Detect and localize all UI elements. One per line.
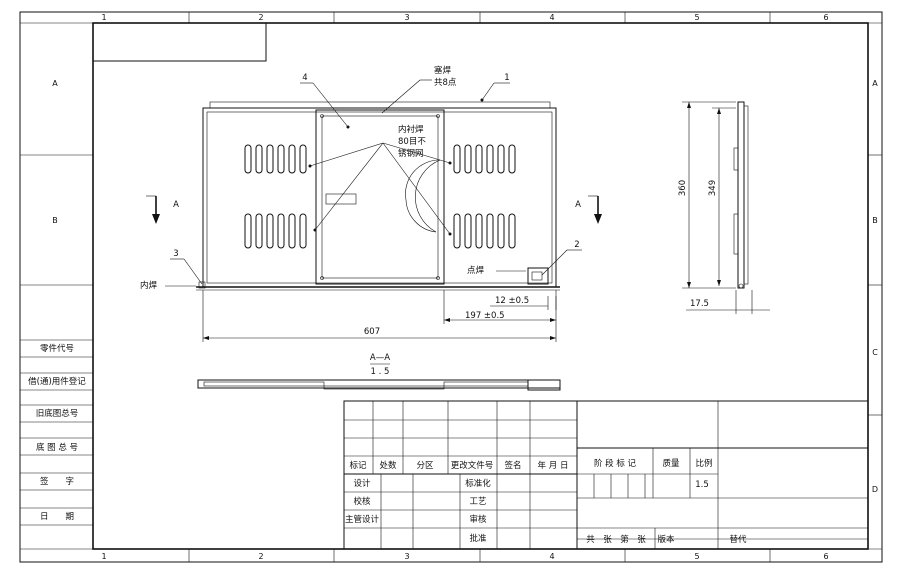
inner-weld-left-label: 内焊	[140, 280, 158, 291]
spot-weld-label: 点焊	[467, 265, 485, 276]
tb-stage-label: 阶 段 标 记	[594, 458, 637, 469]
plug-weld-count: 共8点	[434, 78, 457, 88]
zone-labels-bottom: 1 2 3 4 5 6	[101, 552, 828, 561]
tb-sheets-label: 共 张 第 张	[586, 534, 646, 545]
dim-360: 360	[678, 180, 688, 196]
tb-mass-label: 质量	[662, 458, 680, 469]
louver-slots-left-top	[244, 144, 307, 174]
tb-header-sign: 签名	[504, 460, 521, 471]
tb-header-count: 处数	[379, 460, 397, 471]
tb-header-mark: 标记	[349, 460, 367, 471]
zone-labels-top: 1 2 3 4 5 6	[101, 13, 828, 22]
tb-role-check: 校核	[353, 496, 371, 507]
strip-borrowed-parts: 借(通)用件登记	[28, 376, 86, 387]
section-view-scale: 1 . 5	[371, 367, 390, 377]
zone-col-3: 3	[404, 13, 409, 22]
zone-labels-left: A B	[52, 79, 58, 225]
strip-part-code: 零件代号	[40, 343, 74, 354]
zone-col-2: 2	[258, 13, 263, 22]
louver-slots-right-bottom	[453, 213, 516, 249]
section-view-aa	[197, 363, 561, 391]
tb-role-review: 审核	[469, 514, 487, 525]
inner-weld-label-1: 内衬焊	[398, 124, 424, 135]
zone-row-d-right: D	[872, 485, 878, 494]
zone-col-4: 4	[549, 13, 554, 22]
strip-signature: 签 字	[40, 476, 74, 487]
section-mark-left: A	[173, 200, 179, 210]
zone-row-c-right: C	[872, 348, 878, 357]
tb-scale-label: 比例	[695, 458, 712, 469]
zone-row-a-left: A	[52, 79, 58, 88]
section-mark-right: A	[575, 200, 581, 210]
zone-col-1-bottom: 1	[101, 552, 106, 561]
section-arrow-right	[588, 195, 602, 224]
tb-role-process: 工艺	[469, 497, 486, 507]
tb-role-chief-design: 主管设计	[345, 514, 380, 525]
callout-2: 2	[574, 240, 579, 250]
zone-col-5-bottom: 5	[694, 552, 699, 561]
tb-header-change-doc: 更改文件号	[451, 460, 494, 471]
louver-slots-right-top	[453, 144, 516, 174]
tb-replace-label: 替代	[729, 534, 747, 545]
zone-col-6-bottom: 6	[823, 552, 828, 561]
zone-col-4-bottom: 4	[549, 552, 554, 561]
louver-slots-left-bottom	[244, 213, 307, 249]
leader-lines	[165, 79, 582, 287]
dim-197: 197 ±0.5	[465, 311, 505, 321]
tb-header-zone: 分区	[416, 461, 434, 471]
tb-header-date: 年 月 日	[538, 460, 569, 471]
tb-scale-value: 1.5	[695, 480, 709, 490]
title-block	[343, 400, 869, 550]
strip-old-drawing-no: 旧底图总号	[36, 408, 79, 419]
title-block-text: 标记 处数 分区 更改文件号 签名 年 月 日 设计 校核 主管设计 标准化 工…	[345, 458, 747, 545]
front-view	[196, 101, 560, 291]
side-view	[682, 101, 770, 314]
section-view-title: A—A	[370, 353, 390, 363]
zone-row-b-right: B	[872, 216, 878, 225]
section-arrow-left	[146, 195, 160, 224]
zone-col-1: 1	[101, 13, 106, 22]
plug-weld-label: 塞焊	[434, 65, 452, 76]
left-record-strip: 零件代号 借(通)用件登记 旧底图总号 底 图 总 号 签 字 日 期	[20, 339, 93, 526]
dim-17-5: 17.5	[690, 299, 709, 309]
zone-labels-right: A B C D	[872, 79, 878, 494]
strip-date: 日 期	[40, 512, 74, 522]
zone-col-5: 5	[694, 13, 699, 22]
tb-role-design: 设计	[353, 478, 371, 489]
zone-row-b-left: B	[52, 216, 58, 225]
zone-col-2-bottom: 2	[258, 552, 263, 561]
tb-role-standardization: 标准化	[465, 478, 491, 489]
zone-col-6: 6	[823, 13, 828, 22]
callout-1: 1	[504, 73, 509, 83]
tb-role-approve: 批准	[469, 533, 487, 544]
zone-col-3-bottom: 3	[404, 552, 409, 561]
zone-row-a-right: A	[872, 79, 878, 88]
dimension-lines	[202, 290, 557, 342]
inner-weld-label-2: 80目不	[398, 137, 426, 147]
dim-12: 12 ±0.5	[495, 296, 529, 306]
callout-3: 3	[173, 249, 178, 259]
tb-version-label: 版本	[657, 534, 675, 545]
strip-base-drawing-no: 底 图 总 号	[36, 442, 78, 453]
callout-4: 4	[302, 73, 307, 83]
dim-349: 349	[708, 180, 718, 196]
dim-607: 607	[364, 327, 380, 337]
drawing-annotations: 4 1 2 3 塞焊 共8点 内衬焊 80目不 锈钢网 内焊 点焊 A A 12…	[140, 65, 718, 377]
inner-weld-label-3: 锈钢网	[398, 148, 424, 159]
